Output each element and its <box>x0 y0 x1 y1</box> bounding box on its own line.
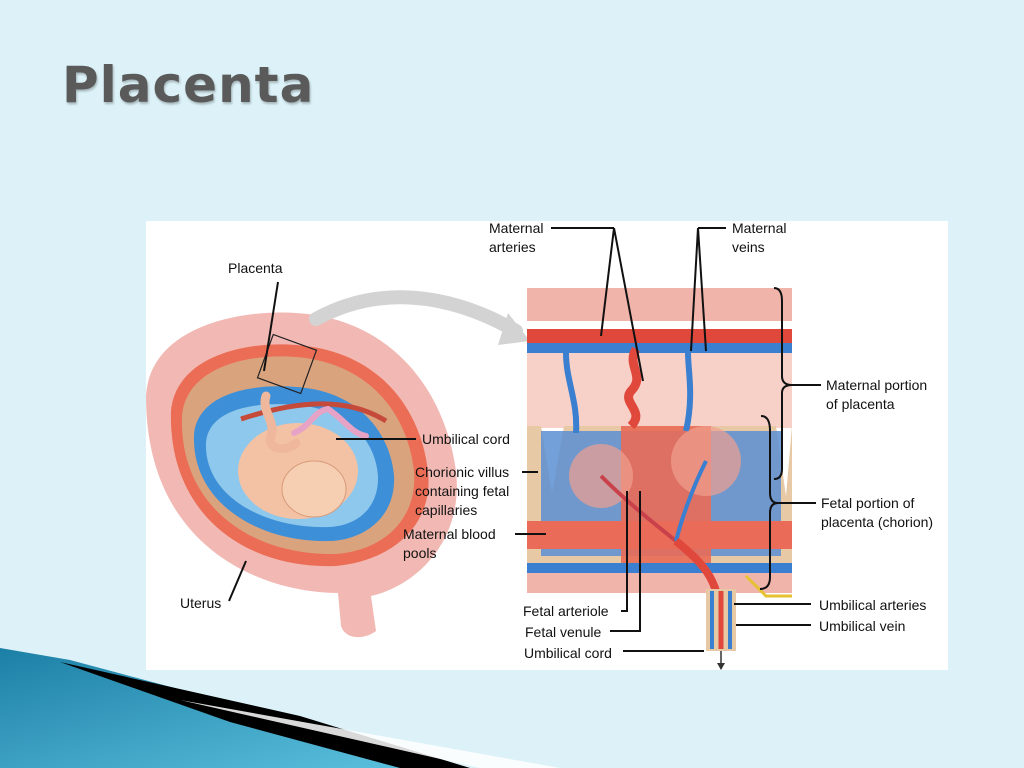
slide-title: Placenta <box>62 56 315 114</box>
uterus-illustration <box>146 290 530 638</box>
label-umbilical-arteries: Umbilical arteries <box>819 597 927 613</box>
placenta-section-illustration <box>527 288 792 670</box>
label-umbilical-cord-right: Umbilical cord <box>524 645 612 661</box>
cord-coil <box>291 406 331 436</box>
leader-lines <box>228 227 821 652</box>
label-fetal-portion: Fetal portion of placenta (chorion) <box>821 495 934 530</box>
label-maternal-blood-pools: Maternal blood pools <box>403 526 496 561</box>
label-fetal-venule: Fetal venule <box>525 624 602 640</box>
label-maternal-portion: Maternal portion of placenta <box>826 377 928 412</box>
label-uterus: Uterus <box>180 595 222 611</box>
label-maternal-arteries: Maternal arteries <box>489 220 544 255</box>
diagram-artwork <box>146 227 821 670</box>
label-maternal-veins: Maternal veins <box>732 220 787 255</box>
label-umbilical-vein: Umbilical vein <box>819 618 906 634</box>
zoom-arrow <box>309 290 523 338</box>
label-fetal-arteriole: Fetal arteriole <box>523 603 609 619</box>
label-umbilical-cord-left: Umbilical cord <box>422 431 510 447</box>
label-placenta: Placenta <box>228 260 283 276</box>
label-chorionic-villus: Chorionic villus containing fetal capill… <box>415 464 510 518</box>
placenta-diagram: Placenta Umbilical cord Uterus Maternal … <box>146 220 948 670</box>
